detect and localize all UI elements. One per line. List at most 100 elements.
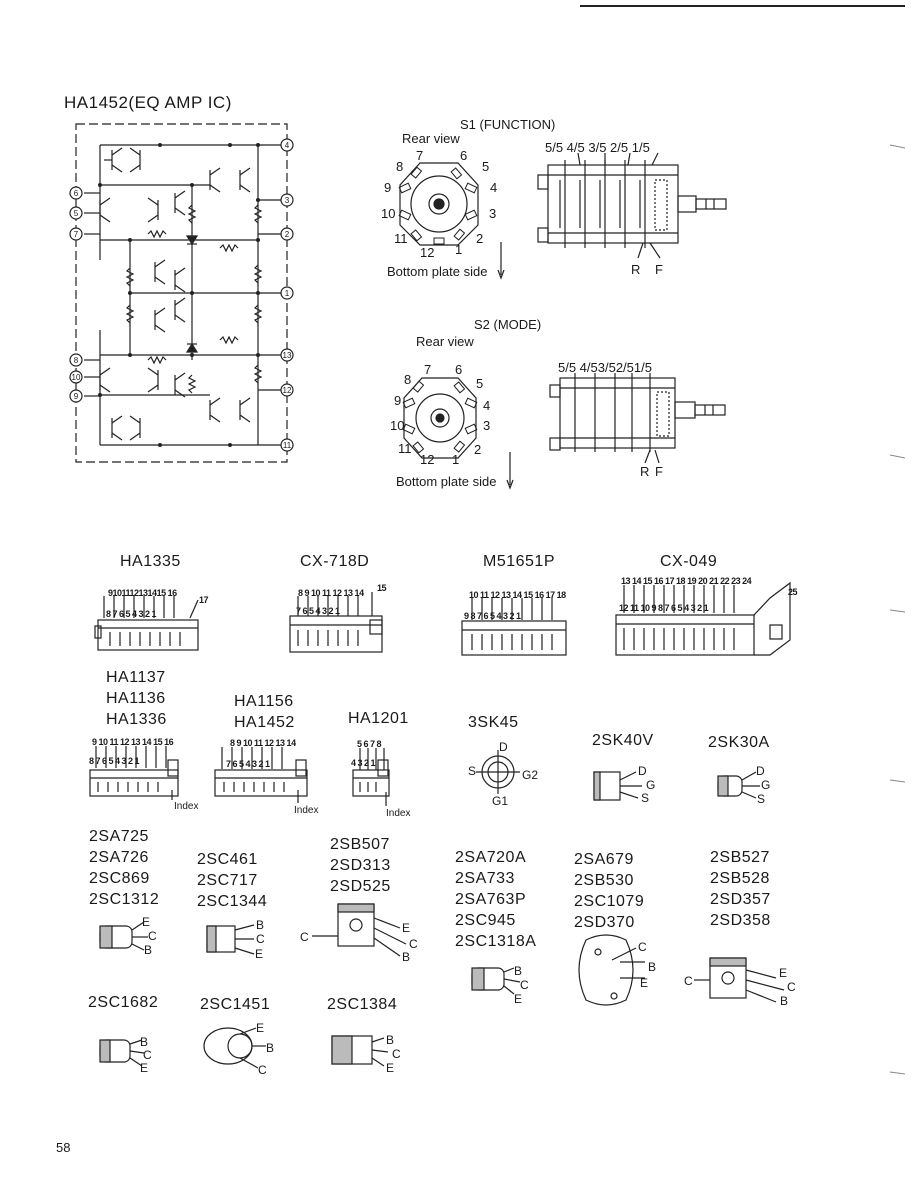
- ic-package-ha1137: [89, 746, 179, 800]
- ic-name: CX-049: [660, 553, 718, 570]
- ic-package-ha1201: [352, 748, 390, 806]
- transistor-name: 2SD358: [710, 912, 771, 929]
- index-label: Index: [174, 801, 199, 812]
- s1-title: S1 (FUNCTION): [460, 117, 556, 132]
- ic-name: CX-718D: [300, 553, 370, 570]
- transistor-name: 2SB507: [330, 836, 390, 853]
- transistor-name: 2SC1682: [88, 994, 159, 1011]
- transistor-name: 2SC869: [89, 870, 150, 887]
- transistor-name: 2SD525: [330, 878, 391, 895]
- ic-title: HA1452(EQ AMP IC): [64, 93, 232, 112]
- ic-pins-top: 5 6 7 8: [357, 739, 382, 749]
- s2-pos: 9: [394, 393, 401, 408]
- ic-pins-bottom: 8 7 6 5 4 3 2 1: [106, 609, 157, 619]
- ic-name: HA1136: [106, 690, 166, 707]
- ic-pin-label: 5: [74, 209, 79, 218]
- fet-name: 2SK40V: [592, 732, 654, 749]
- transistor-name: 2SA763P: [455, 891, 527, 908]
- s2-pos: 2: [474, 442, 481, 457]
- pin-label: C: [684, 974, 693, 988]
- ic-pin-extra: 15: [377, 583, 387, 593]
- transistor-package-to92-b: [206, 924, 255, 955]
- s1-pos: 1: [455, 242, 462, 257]
- transistor-name: 2SD370: [574, 914, 635, 931]
- s2-pos: 3: [483, 418, 490, 433]
- pin-s: S: [468, 764, 477, 778]
- pin-s: S: [757, 792, 766, 806]
- pin-label: E: [255, 947, 264, 961]
- fet-package-3sk45: [476, 750, 520, 794]
- ic-name: HA1201: [348, 710, 409, 727]
- pin-label: C: [787, 980, 796, 994]
- s2-wafer-labels: 5/5 4/53/52/51/5: [558, 360, 652, 375]
- ic-package-ha1156: [214, 747, 308, 803]
- transistor-name: 2SC1344: [197, 893, 268, 910]
- s1-rear-view-diagram: [398, 162, 479, 246]
- fet-package-2sk40v: [593, 771, 642, 801]
- pin-g: G: [646, 778, 656, 792]
- pin-label: C: [143, 1048, 152, 1062]
- ic-pin-extra: 17: [199, 595, 209, 605]
- s1-wafer-labels: 5/5 4/5 3/5 2/5 1/5: [545, 140, 650, 155]
- s1-pos: 9: [384, 180, 391, 195]
- fet-name: 3SK45: [468, 714, 519, 731]
- s2-pos: 12: [420, 452, 434, 467]
- transistor-package-to92-a: [99, 921, 148, 951]
- ic-pin-label: 2: [285, 230, 290, 239]
- s2-pos: 6: [455, 362, 462, 377]
- s1-pos: 7: [416, 148, 423, 163]
- pin-label: E: [256, 1021, 265, 1035]
- s2-pos: 7: [424, 362, 431, 377]
- pin-g: G: [761, 778, 771, 792]
- transistor-package-2sc1384: [331, 1035, 389, 1067]
- s2-f-label: F: [655, 464, 663, 479]
- s1-pos: 2: [476, 231, 483, 246]
- pin-label: E: [402, 921, 411, 935]
- s1-rear-view: Rear view: [402, 131, 460, 146]
- ic-pin-label: 9: [74, 392, 79, 401]
- pin-d: D: [638, 764, 647, 778]
- ic-pin-label: 6: [74, 189, 79, 198]
- s1-r-label: R: [631, 262, 641, 277]
- pin-g2: G2: [522, 768, 539, 782]
- transistor-name: 2SA733: [455, 870, 515, 887]
- ic-pins-top: 13 14 15 16 17 18 19 20 21 22 23 24: [621, 576, 752, 586]
- index-label: Index: [294, 805, 319, 816]
- ic-pins-bottom: 8 7 6 5 4 3 2 1: [89, 756, 140, 766]
- pin-d: D: [499, 740, 508, 754]
- pin-d: D: [756, 764, 765, 778]
- transistor-package-2sc1682: [99, 1039, 145, 1067]
- transistor-name: 2SA725: [89, 828, 149, 845]
- transistor-name: 2SB530: [574, 872, 634, 889]
- s1-side-view: [537, 152, 727, 259]
- s1-pos: 4: [490, 180, 497, 195]
- pin-label: E: [514, 992, 523, 1006]
- page-number: 58: [56, 1140, 71, 1155]
- pin-label: E: [142, 915, 151, 929]
- ic-pin-label: 7: [74, 230, 79, 239]
- s2-pos: 10: [390, 418, 404, 433]
- s1-f-label: F: [655, 262, 663, 277]
- transistor-package-2sc1451: [203, 1027, 266, 1069]
- pin-label: C: [258, 1063, 267, 1077]
- transistor-name: 2SB528: [710, 870, 770, 887]
- ic-package-m51651p: [461, 598, 567, 656]
- transistor-name: 2SC1079: [574, 893, 645, 910]
- s1-pos: 3: [489, 206, 496, 221]
- s2-pos: 1: [452, 452, 459, 467]
- transistor-name: 2SB527: [710, 849, 770, 866]
- ic-pins-top: 9101112131415 16: [108, 588, 177, 598]
- pin-label: B: [256, 918, 265, 932]
- fet-name: 2SK30A: [708, 734, 770, 751]
- transistor-name: 2SC1312: [89, 891, 160, 908]
- ic-package-cx718d: [289, 592, 383, 653]
- s2-rear-view-diagram: [402, 377, 478, 459]
- ic-pin-label: 13: [283, 351, 292, 360]
- transistor-name: 2SD313: [330, 857, 391, 874]
- pin-label: B: [648, 960, 657, 974]
- ic-name: M51651P: [483, 553, 555, 570]
- ic-pins-top: 8 9 10 11 12 13 14: [230, 738, 296, 748]
- pin-label: B: [780, 994, 789, 1008]
- s2-r-label: R: [640, 464, 650, 479]
